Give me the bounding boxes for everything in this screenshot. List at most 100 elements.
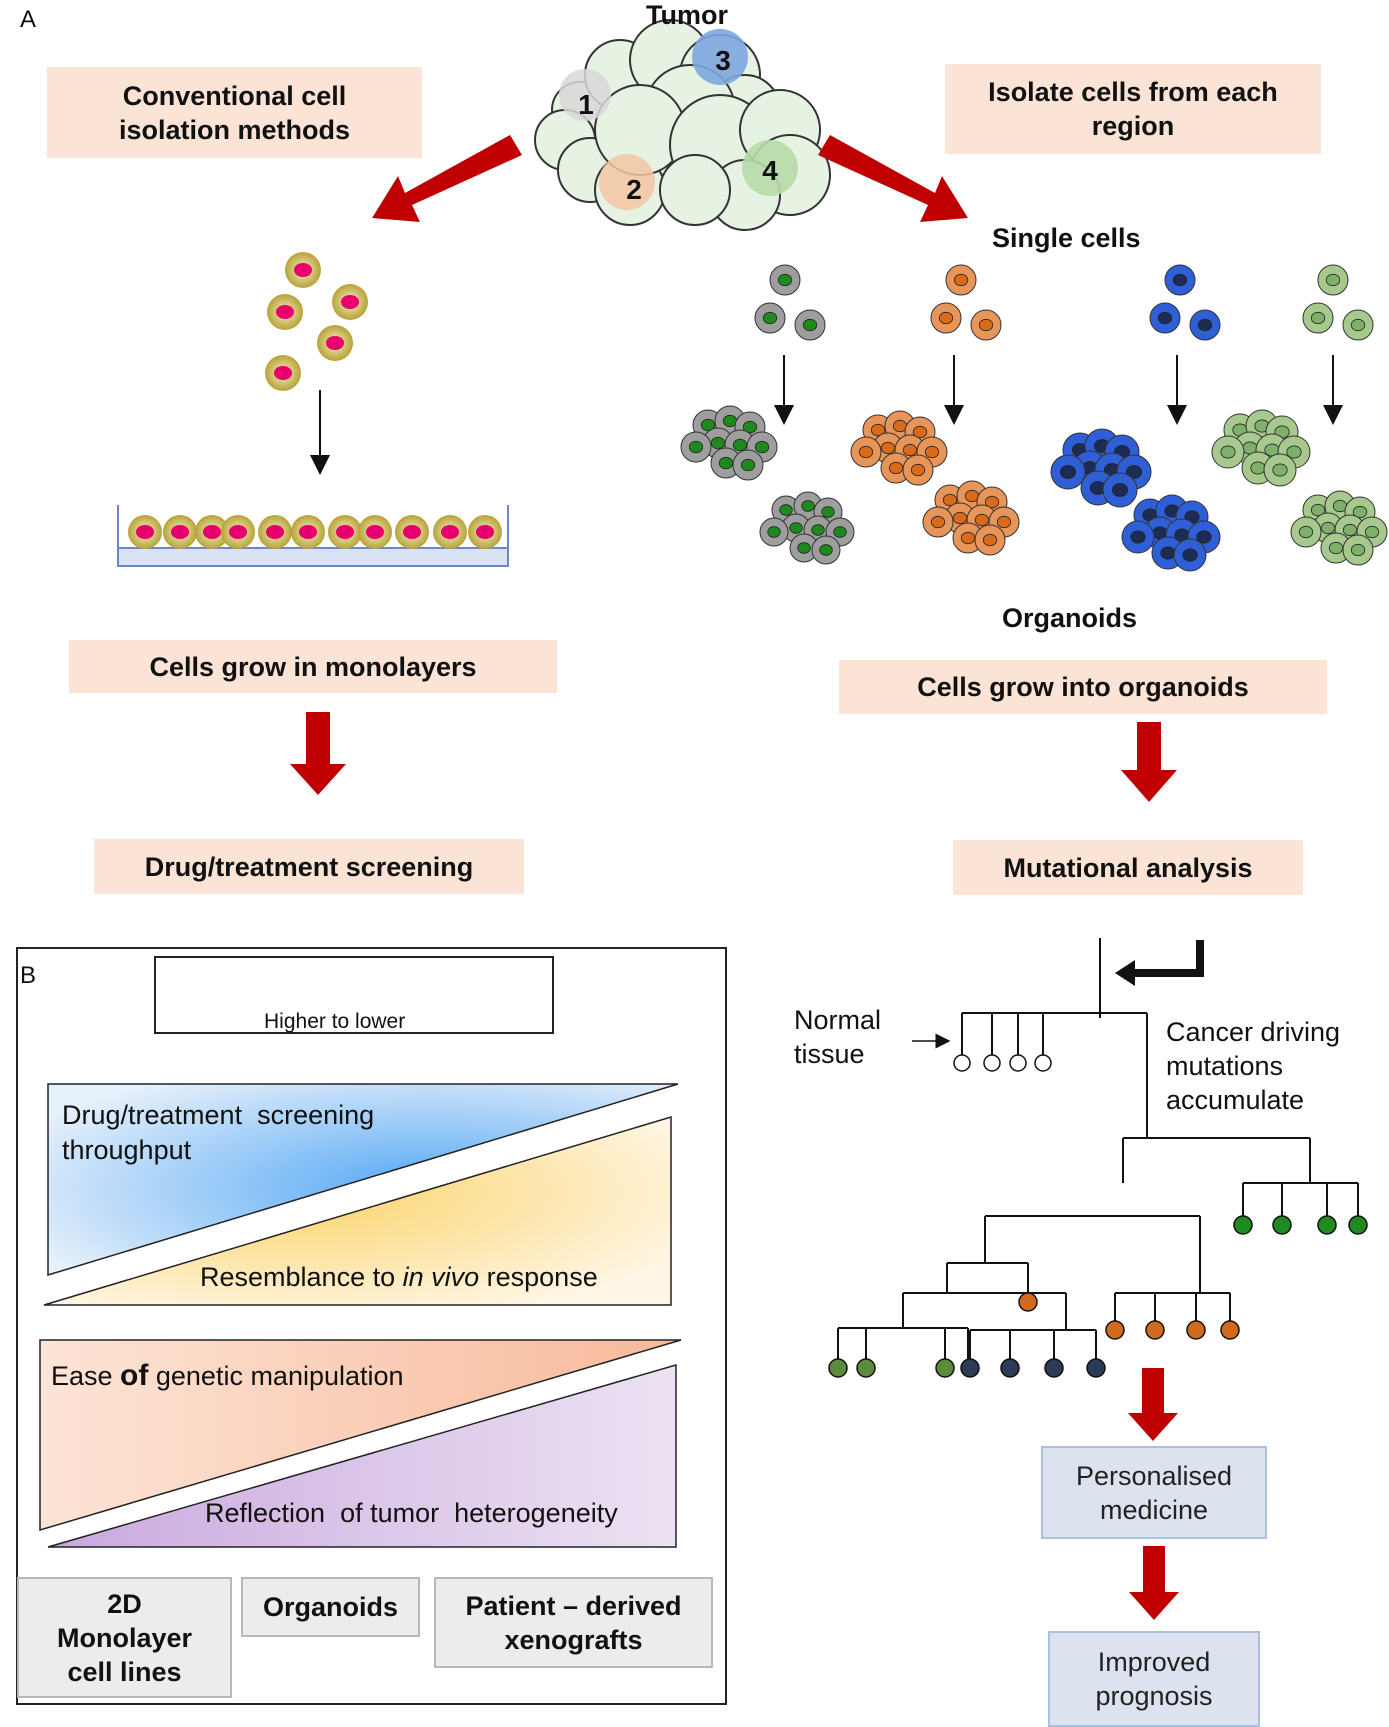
- heterogeneity-label: Reflection of tumor heterogeneity: [205, 1498, 618, 1528]
- model-monolayer-text: 2D Monolayer cell lines: [56, 1588, 193, 1687]
- organoid-cell-nucleus: [688, 440, 704, 454]
- genetic-of: of: [120, 1359, 149, 1392]
- gradient-genetic-manipulation: [39, 1339, 682, 1532]
- single-cell-nucleus: [1197, 318, 1213, 332]
- organoid-cell-nucleus: [910, 463, 926, 477]
- mutational-analysis-text: Mutational analysis: [1003, 852, 1253, 883]
- organoid-cell-nucleus: [732, 438, 748, 452]
- personalised-medicine-text: Personalised medicine: [1075, 1460, 1233, 1525]
- monolayer-cell-nucleus: [441, 525, 459, 539]
- monolayer-cell-nucleus: [476, 525, 494, 539]
- model-organoids-box: Organoids: [241, 1577, 420, 1637]
- organoid-cell-nucleus: [801, 500, 815, 512]
- arrow-to-right: [818, 135, 968, 222]
- organoid-growth-box: Cells grow into organoids: [839, 660, 1327, 714]
- organoid-cell-nucleus: [718, 456, 734, 470]
- organoid-clusters: [680, 405, 1388, 572]
- single-to-organoid-arrows: [774, 355, 1343, 425]
- monolayer-cell-nucleus: [403, 525, 421, 539]
- gradient-screening-throughput: [47, 1083, 679, 1277]
- cancer-mutations-label: Cancer driving mutations accumulate: [1166, 1017, 1341, 1115]
- single-cell-nucleus: [978, 318, 994, 332]
- monolayer-cell-nucleus: [299, 525, 317, 539]
- model-organoids-text: Organoids: [262, 1592, 398, 1622]
- organoid-cell-nucleus: [700, 418, 716, 432]
- model-monolayer-box: 2D Monolayer cell lines: [17, 1577, 232, 1698]
- monolayer-cell-nucleus: [171, 525, 189, 539]
- panel-b-frame: [16, 947, 727, 1705]
- conventional-method-box: Conventional cell isolation methods: [47, 67, 422, 158]
- organoid-cell-nucleus: [996, 515, 1012, 529]
- organoid-cell-nucleus: [942, 493, 958, 507]
- organoid-cell-nucleus: [1220, 445, 1236, 459]
- personalised-medicine-box: Personalised medicine: [1041, 1446, 1267, 1539]
- organoid-cell-nucleus: [960, 531, 976, 545]
- organoid-cell-nucleus: [1160, 546, 1176, 560]
- single-cell-nucleus: [1172, 273, 1188, 287]
- organoid-cell-nucleus: [1130, 530, 1146, 544]
- organoid-cell-nucleus: [880, 441, 896, 455]
- screening-throughput-label: Drug/treatment screening throughput: [62, 1100, 382, 1165]
- monolayer-cell-nucleus: [336, 525, 354, 539]
- monolayer-cell-nucleus: [266, 525, 284, 539]
- in-vivo-emphasis: in vivo: [402, 1262, 480, 1292]
- tree-leaf-nodes: [828, 1054, 1368, 1378]
- genetic-prefix: Ease: [51, 1361, 121, 1391]
- in-vivo-suffix: response: [479, 1262, 598, 1292]
- tumor-region-1: 1: [578, 89, 594, 120]
- monolayer-cell-nucleus: [229, 525, 247, 539]
- organoid-cell-nucleus: [821, 506, 835, 518]
- single-cells-yellow: [265, 252, 368, 391]
- organoid-cell-nucleus: [833, 526, 847, 538]
- arrow-organoids-to-analysis: [1121, 722, 1177, 802]
- organoid-cell-nucleus: [870, 423, 886, 437]
- single-cell-nucleus: [938, 311, 954, 325]
- organoid-cell-nucleus: [1352, 505, 1368, 519]
- organoid-cell-nucleus: [1350, 543, 1366, 557]
- arrow-to-left: [372, 135, 522, 222]
- organoid-cell-nucleus: [1364, 525, 1380, 539]
- gradient-in-vivo-resemblance: [43, 1115, 672, 1306]
- tumor-region-2: 2: [626, 174, 642, 205]
- organoid-cell-nucleus: [888, 461, 904, 475]
- phylogenetic-tree: [837, 938, 1359, 1360]
- screening-box: Drug/treatment screening: [94, 839, 524, 894]
- organoid-cell-nucleus: [1250, 461, 1266, 475]
- panel-label-a: A: [20, 6, 37, 33]
- genetic-manipulation-label: Ease of genetic manipulation: [51, 1359, 404, 1393]
- isolate-regions-text: Isolate cells from each region: [988, 77, 1278, 141]
- legend-box: [154, 956, 554, 1034]
- organoid-growth-text: Cells grow into organoids: [917, 672, 1249, 702]
- organoid-cell-nucleus: [767, 526, 781, 538]
- organoid-cell-nucleus: [742, 420, 758, 434]
- single-cell-nucleus: [1310, 311, 1326, 325]
- single-cell-nucleus: [802, 318, 818, 332]
- normal-tissue-label: Normal tissue: [794, 1005, 882, 1069]
- tumor-title: Tumor: [646, 0, 728, 30]
- model-pdx-box: Patient – derived xenografts: [434, 1577, 713, 1668]
- genetic-suffix: genetic manipulation: [148, 1361, 404, 1391]
- monolayer-cell-nucleus: [203, 525, 221, 539]
- single-cell-nucleus: [1157, 311, 1173, 325]
- organoid-cell-nucleus: [754, 440, 770, 454]
- organoid-cell-nucleus: [974, 513, 990, 527]
- organoid-cell-nucleus: [858, 445, 874, 459]
- screening-text: Drug/treatment screening: [144, 851, 474, 882]
- organoid-cell-nucleus: [902, 443, 918, 457]
- organoid-cell-nucleus: [789, 522, 803, 534]
- organoid-cell-nucleus: [912, 425, 928, 439]
- improved-prognosis-text: Improved prognosis: [1095, 1647, 1213, 1711]
- monolayer-box: Cells grow in monolayers: [69, 640, 557, 693]
- organoid-cell-nucleus: [924, 445, 940, 459]
- organoid-cell-nucleus: [1328, 541, 1344, 555]
- single-cells-label: Single cells: [992, 223, 1141, 253]
- monolayer-cell-nucleus: [366, 525, 384, 539]
- monolayer-cells: [128, 515, 502, 549]
- organoid-cell-nucleus: [819, 544, 833, 556]
- organoid-cell-nucleus: [779, 504, 793, 516]
- tumor-region-3: 3: [715, 45, 731, 76]
- organoid-cell-nucleus: [1272, 463, 1288, 477]
- single-cell-nucleus: [762, 311, 778, 325]
- mutational-analysis-box: Mutational analysis: [953, 840, 1303, 895]
